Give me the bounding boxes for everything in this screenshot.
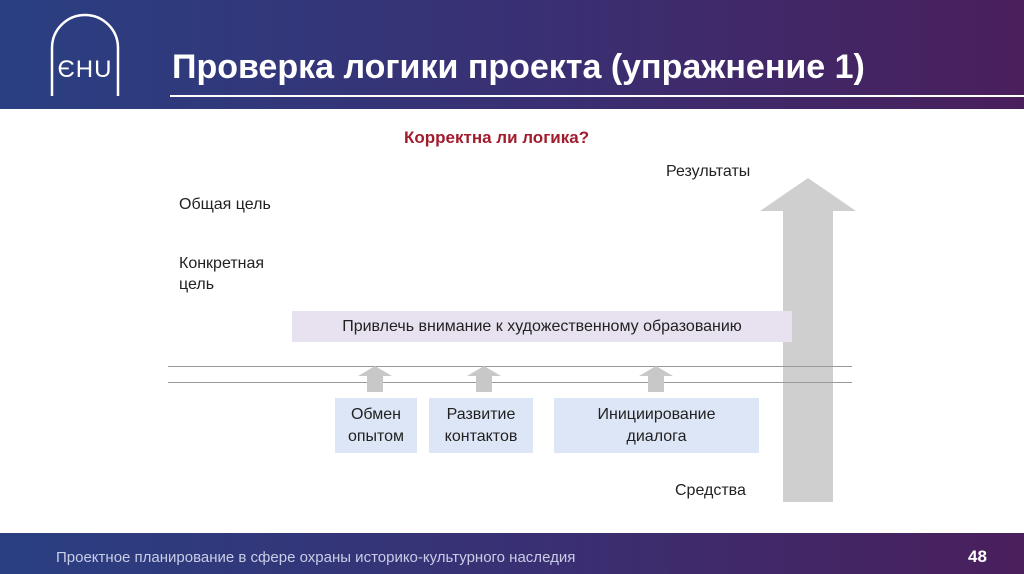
up-arrow-icon: [639, 366, 673, 392]
ehu-logo-arch: [50, 13, 120, 96]
overall-goal-label: Общая цель: [179, 196, 271, 213]
specific-goal-label: Конкретная цель: [179, 253, 264, 295]
box-line: Обмен: [350, 405, 401, 423]
up-arrow-icon: [760, 178, 856, 502]
up-arrow-icon: [358, 366, 392, 392]
box-line: опытом: [347, 427, 405, 445]
header-bar: [0, 0, 1024, 109]
means-box-dialogue: Инициирование диалога: [554, 398, 759, 453]
box-line: Инициирование: [597, 405, 716, 423]
activity-box: Привлечь внимание к художественному обра…: [292, 311, 792, 342]
title-underline: [170, 95, 1024, 97]
specific-goal-line2: цель: [179, 276, 215, 293]
logo-text: ЄHU: [57, 56, 113, 83]
question-heading: Корректна ли логика?: [404, 128, 590, 147]
box-line: диалога: [626, 427, 687, 445]
box-line: Развитие: [446, 405, 516, 423]
slide-title: Проверка логики проекта (упражнение 1): [172, 48, 865, 86]
means-label: Средства: [675, 482, 746, 499]
specific-goal-line1: Конкретная: [179, 255, 265, 272]
results-label: Результаты: [666, 163, 751, 180]
divider-line-top: [168, 366, 852, 367]
means-box-contacts: Развитие контактов: [429, 398, 533, 453]
page-number: 48: [968, 547, 987, 566]
box-line: контактов: [444, 427, 518, 445]
footer-bar: [0, 533, 1024, 574]
footer-text: Проектное планирование в сфере охраны ис…: [56, 549, 576, 566]
up-arrow-icon: [467, 366, 501, 392]
means-box-exchange: Обмен опытом: [335, 398, 417, 453]
divider-line-bottom: [168, 382, 852, 383]
